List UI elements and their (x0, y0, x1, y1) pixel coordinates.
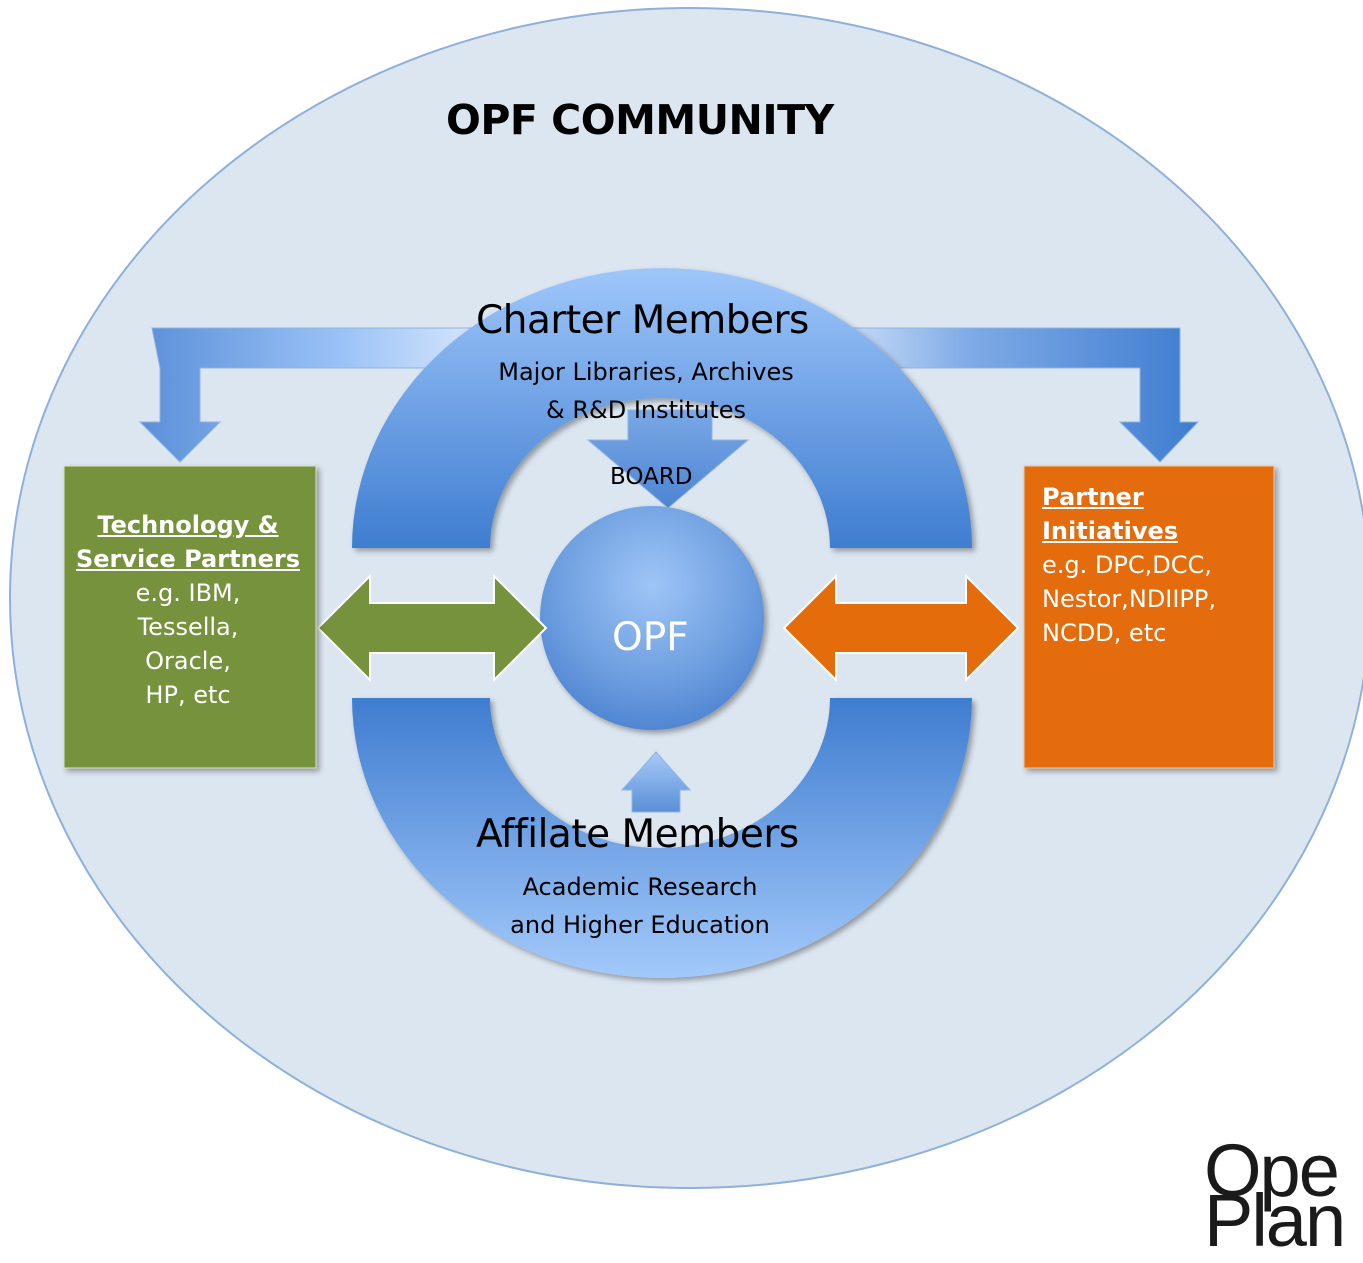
board-arrow (586, 409, 750, 509)
technology-double-arrow (316, 573, 548, 683)
affiliate-line: and Higher Education (510, 911, 770, 939)
technology-heading-line: Technology & (97, 511, 279, 539)
technology-example-line: e.g. IBM, (135, 579, 241, 607)
diagram-title: OPF COMMUNITY (446, 96, 834, 144)
partner-example-line: NCDD, etc (1042, 619, 1167, 647)
logo-text-line-1: Ope (1204, 1129, 1340, 1212)
partner-heading-line: Partner (1042, 483, 1144, 511)
technology-heading-line: Service Partners (75, 545, 301, 573)
partner-heading-line: Initiatives (1042, 517, 1179, 545)
technology-example-line: Oracle, (145, 647, 231, 675)
charter-line: Major Libraries, Archives (498, 358, 794, 386)
technology-partners-text: Technology & Service Partners e.g. IBM, … (66, 508, 310, 712)
opf-circle (540, 506, 764, 730)
charter-to-partner-arrow (819, 327, 1200, 463)
affiliate-line: Academic Research (522, 873, 758, 901)
partner-example-line: e.g. DPC,DCC, (1042, 551, 1212, 579)
affiliate-up-arrow (620, 751, 692, 813)
technology-example-line: HP, etc (145, 681, 231, 709)
charter-members-description: Major Libraries, Archives & R&D Institut… (466, 353, 826, 429)
diagram-canvas: OPF COMMUNITY Charter Members Major Libr… (9, 7, 1363, 1262)
charter-members-title: Charter Members (476, 298, 809, 343)
board-label: BOARD (610, 464, 693, 490)
charter-members-arc (352, 268, 972, 548)
technology-box (63, 465, 317, 769)
diagram-graphics (9, 7, 1363, 1189)
partner-initiatives-text: Partner Initiatives e.g. DPC,DCC, Nestor… (1042, 480, 1262, 650)
opf-label: OPF (612, 615, 689, 660)
affiliate-members-description: Academic Research and Higher Education (480, 868, 800, 944)
logo-text-line-2: Plan (1204, 1179, 1346, 1262)
partner-double-arrow (782, 573, 1020, 683)
technology-example-line: Tessella, (137, 613, 239, 641)
partner-box (1023, 465, 1275, 769)
affiliate-members-title: Affilate Members (476, 812, 799, 857)
partner-example-line: Nestor,NDIIPP, (1042, 585, 1216, 613)
charter-line: & R&D Institutes (545, 396, 746, 424)
affiliate-members-arc (352, 698, 972, 978)
